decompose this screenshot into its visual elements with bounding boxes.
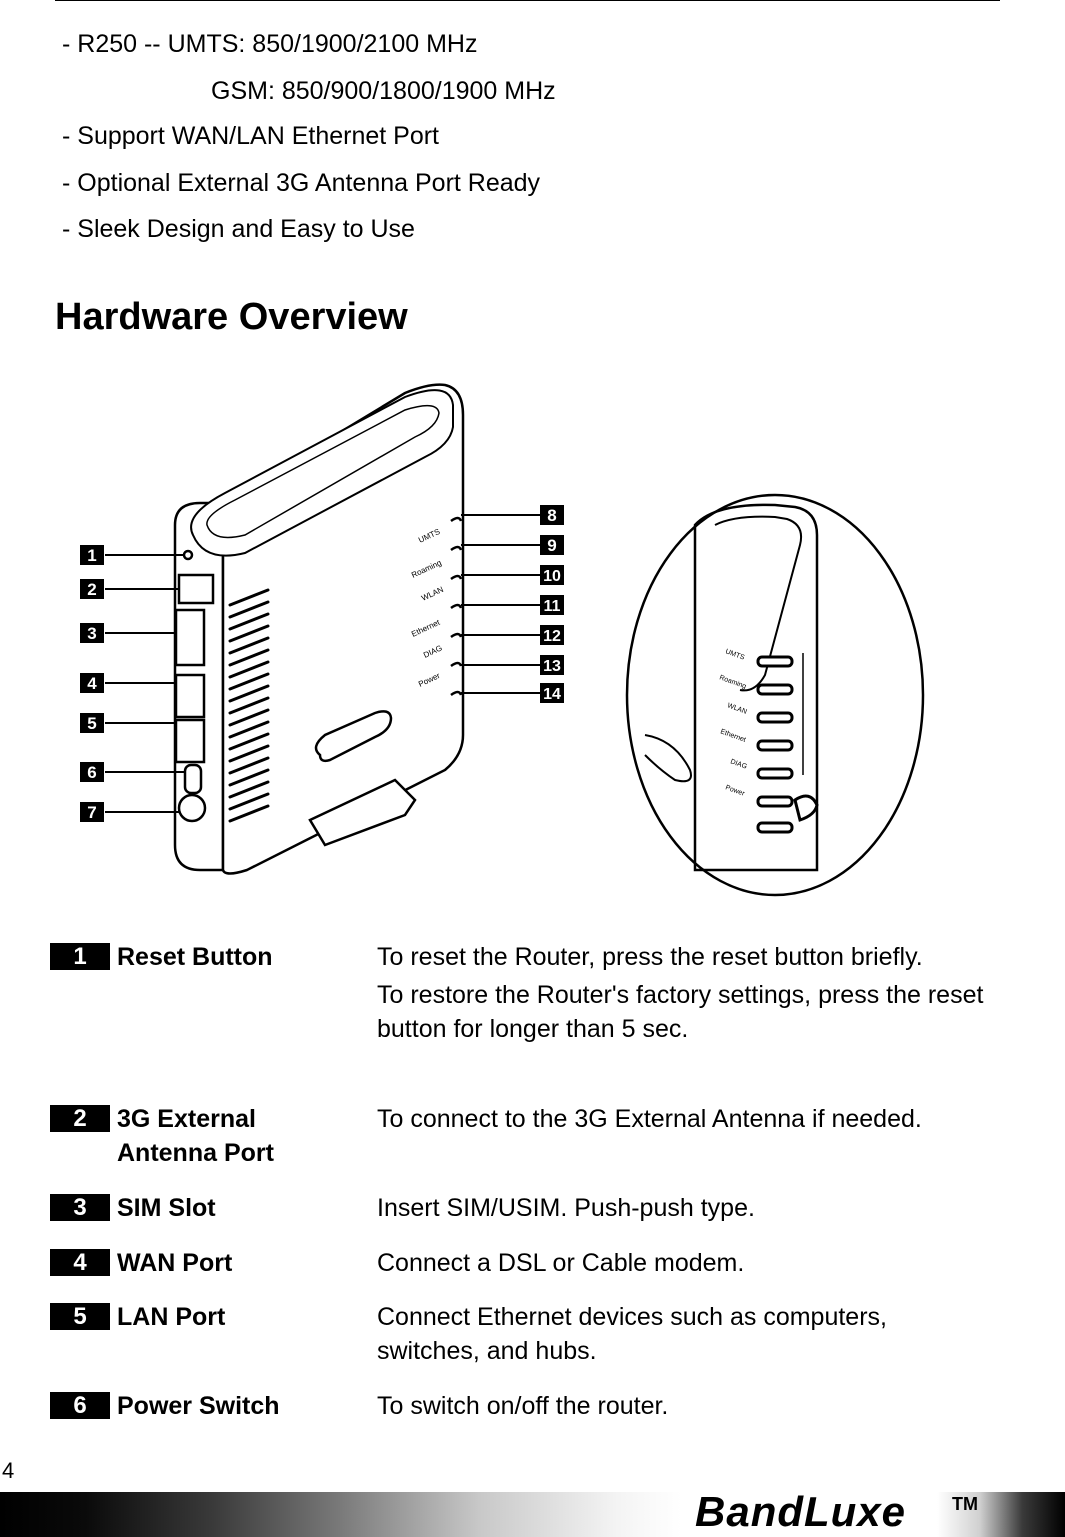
item-number-badge: 1 — [50, 943, 110, 970]
callout-8: 8 — [547, 506, 556, 525]
callout-2: 2 — [87, 580, 96, 599]
callout-5: 5 — [87, 714, 96, 733]
callout-9: 9 — [547, 536, 556, 555]
spec-line-antenna: - Optional External 3G Antenna Port Read… — [62, 169, 541, 197]
callout-14: 14 — [543, 686, 561, 703]
spec-line-bands: - R250 -- UMTS: 850/1900/2100 MHz — [62, 30, 478, 58]
item-number-badge: 4 — [50, 1249, 110, 1276]
trademark-mark: TM — [952, 1494, 978, 1514]
item-number-badge: 5 — [50, 1303, 110, 1330]
zoom-detail: UMTS Roaming WLAN Ethernet DIAG Power — [625, 493, 925, 897]
spec-line-gsm: GSM: 850/900/1800/1900 MHz — [211, 77, 556, 105]
page-number: 4 — [2, 1458, 15, 1483]
callout-6: 6 — [87, 763, 96, 782]
item-description: To connect to the 3G External Antenna if… — [377, 1105, 922, 1133]
spec-line-design: - Sleek Design and Easy to Use — [62, 215, 415, 243]
item-name: Power Switch — [117, 1392, 280, 1420]
item-name: LAN Port — [117, 1303, 226, 1331]
item-number-badge: 3 — [50, 1194, 110, 1221]
item-name: Reset Button — [117, 943, 273, 971]
item-description: Connect Ethernet devices such as compute… — [377, 1303, 887, 1365]
item-number-badge: 2 — [50, 1105, 110, 1132]
brand-logo: BandLuxe — [695, 1488, 907, 1535]
item-description: To reset the Router, press the reset but… — [377, 943, 984, 1043]
callout-13: 13 — [543, 658, 561, 675]
item-description: Connect a DSL or Cable modem. — [377, 1249, 745, 1277]
callout-10: 10 — [543, 568, 561, 585]
section-title: Hardware Overview — [55, 296, 408, 338]
item-description: Insert SIM/USIM. Push-push type. — [377, 1194, 755, 1222]
hardware-figure: UMTS Roaming WLAN Ethernet DIAG Power 1 … — [80, 383, 925, 897]
item-description: To switch on/off the router. — [377, 1392, 669, 1420]
callout-1: 1 — [87, 546, 96, 565]
top-rule — [55, 0, 1000, 1]
callout-4: 4 — [87, 674, 97, 693]
item-number-badge: 6 — [50, 1392, 110, 1419]
footer-bar — [0, 1492, 1065, 1537]
callout-3: 3 — [87, 624, 96, 643]
callout-7: 7 — [87, 803, 96, 822]
item-name: 3G External Antenna Port — [117, 1105, 274, 1167]
callout-11: 11 — [544, 598, 561, 615]
item-name: WAN Port — [117, 1249, 233, 1277]
spec-line-ethernet: - Support WAN/LAN Ethernet Port — [62, 122, 440, 150]
callout-12: 12 — [543, 628, 561, 645]
item-name: SIM Slot — [117, 1194, 216, 1222]
